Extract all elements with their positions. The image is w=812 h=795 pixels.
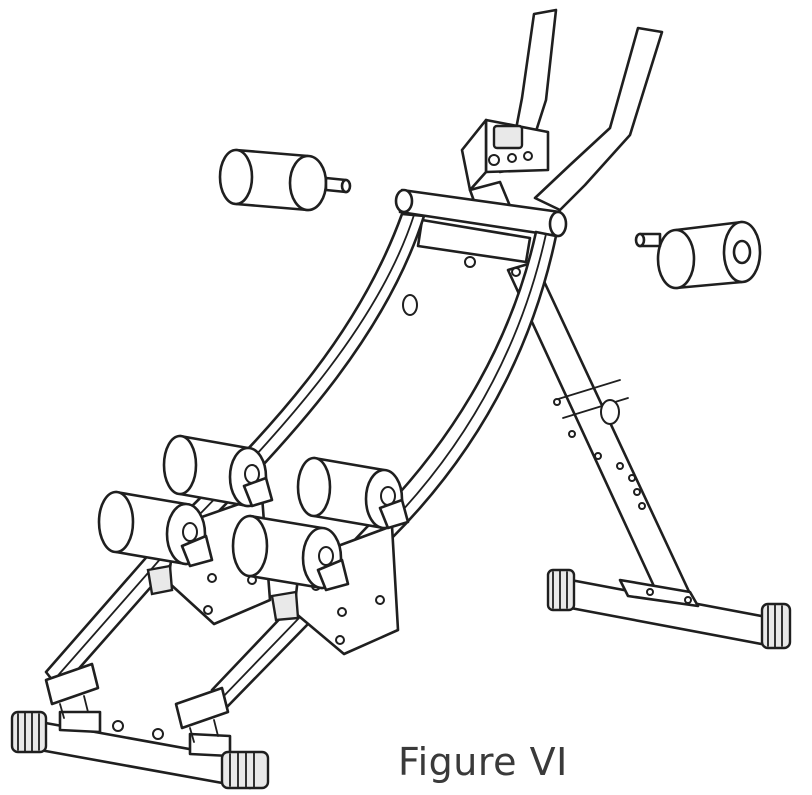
rear-base-bar xyxy=(546,568,792,650)
handlebars xyxy=(498,8,664,212)
front-feet xyxy=(44,662,230,743)
roller-back-left xyxy=(162,434,274,508)
detached-roller-left xyxy=(218,148,352,212)
roller-front-right xyxy=(231,514,350,592)
detached-roller-right xyxy=(634,220,762,290)
front-base-bar xyxy=(10,710,270,790)
figure-caption: Figure VI xyxy=(398,740,568,784)
rear-support-leg xyxy=(506,260,694,610)
roller-front-left xyxy=(97,490,214,568)
top-crossbar xyxy=(394,188,568,277)
roller-back-right xyxy=(296,456,410,530)
